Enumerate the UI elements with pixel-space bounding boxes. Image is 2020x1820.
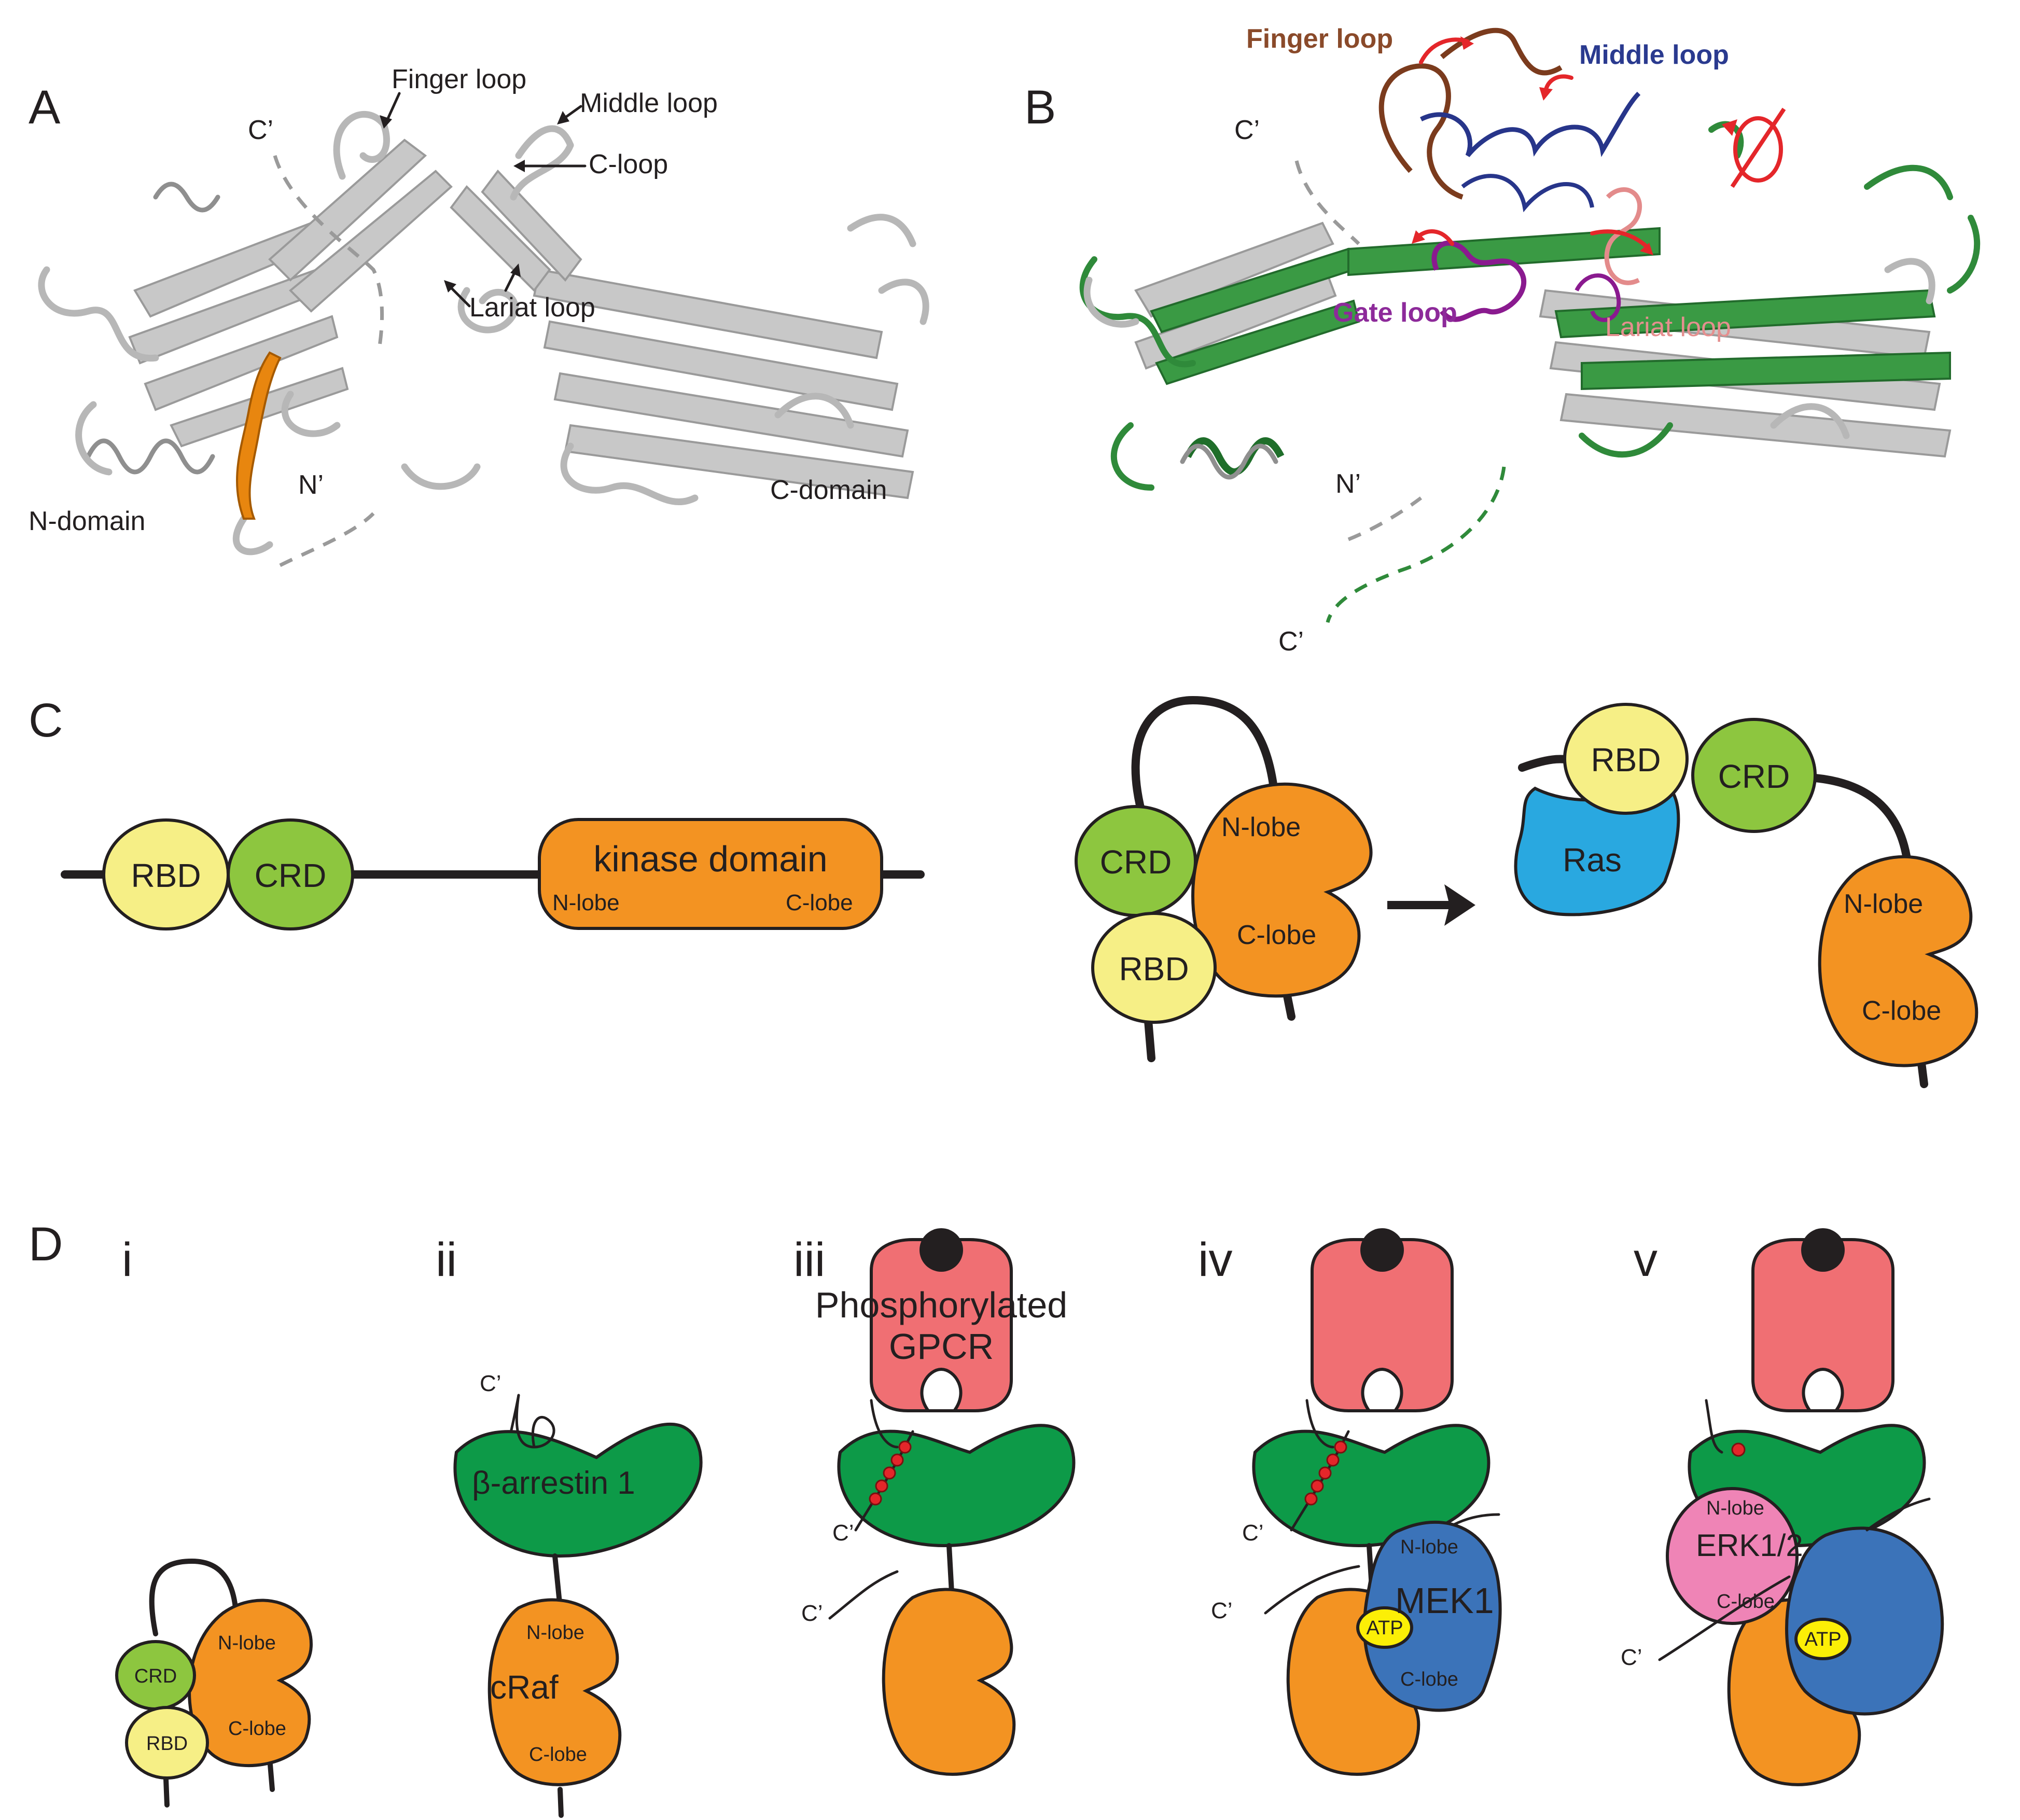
n-lobe-label-v: N-lobe [1706, 1497, 1764, 1519]
crd-label-linear: CRD [255, 857, 327, 894]
c-lobe-label-v: C-lobe [1717, 1591, 1775, 1613]
mek1-label: MEK1 [1395, 1580, 1494, 1621]
n-lobe-label-i: N-lobe [218, 1632, 276, 1654]
rbd-label-i: RBD [146, 1733, 188, 1755]
ligand-iii [920, 1228, 963, 1272]
n-prime-label-b: N’ [1335, 469, 1361, 499]
craf-label-ii: cRaf [490, 1669, 559, 1706]
c-prime-label-a: C’ [248, 115, 273, 145]
n-lobe-label-iv: N-lobe [1400, 1536, 1458, 1558]
atp-label-v: ATP [1804, 1629, 1841, 1650]
finger-loop-label-a: Finger loop [392, 64, 526, 94]
rbd-inactive [1091, 912, 1217, 1024]
c-prime-top-label-b: C’ [1234, 115, 1260, 145]
c-prime-label-iii-2: C’ [801, 1601, 823, 1626]
kinase-domain-linear [538, 818, 883, 930]
panel-d-label: D [29, 1218, 63, 1271]
mek1-iv [1362, 1520, 1502, 1712]
kinase-lobes-active [1818, 855, 1979, 1067]
beta-arrestin-1-ii [453, 1422, 703, 1558]
c-loop-label-a: C-loop [589, 149, 668, 179]
n-lobe-label-ii: N-lobe [526, 1622, 584, 1644]
kinase-domain-label: kinase domain [593, 839, 827, 879]
atp-label-iv: ATP [1366, 1617, 1403, 1639]
gate-loop-label-b: Gate loop [1333, 298, 1457, 328]
ligand-v [1801, 1228, 1845, 1272]
arrestin-structure-a [38, 111, 929, 567]
activation-arrow [1387, 884, 1475, 926]
c-lobe-label-iv: C-lobe [1400, 1669, 1458, 1690]
craf-active: RBD CRD Ras N-lobe C-lobe [1514, 703, 1979, 1088]
step-v: ERK1/2 N-lobe C-lobe ATP C’ [1621, 1228, 1944, 1786]
crd-label-active: CRD [1718, 758, 1790, 795]
step-iii-label: iii [793, 1233, 825, 1286]
n-prime-label-a: N’ [298, 470, 324, 500]
craf-linear-map: RBD CRD kinase domain N-lobe C-lobe [61, 818, 925, 930]
craf-inactive: CRD RBD N-lobe C-lobe [1075, 696, 1373, 1062]
step-ii-label: ii [436, 1233, 457, 1286]
panel-a: A [29, 64, 929, 567]
c-lobe-label-i: C-lobe [228, 1718, 286, 1740]
lariat-loop-label-b: Lariat loop [1605, 312, 1731, 342]
erk-label: ERK1/2 [1696, 1528, 1803, 1563]
craf-iii [882, 1588, 1016, 1776]
arrestin-overlay-b [1079, 27, 1981, 623]
step-v-label: v [1634, 1233, 1657, 1286]
gpcr-label-line2: GPCR [889, 1326, 994, 1367]
gpcr-iii [870, 1238, 1013, 1412]
crd-label-i: CRD [134, 1665, 177, 1687]
panel-b-label: B [1024, 81, 1056, 134]
arrestin-label-ii: β-arrestin 1 [472, 1465, 635, 1501]
c-prime-bottom-label-b: C’ [1278, 627, 1304, 657]
beta-arrestin-1-iv [1252, 1424, 1490, 1548]
craf-ii [487, 1598, 622, 1786]
panel-c: C RBD CRD kinase domain N-lobe C-lobe CR… [29, 694, 1979, 1088]
rbd-i [125, 1706, 209, 1780]
panel-d: D i ii iii iv v CRD RBD N-lobe C-lobe C [29, 1218, 1944, 1818]
n-domain-label: N-domain [29, 506, 145, 536]
c-prime-label-iv-2: C’ [1211, 1598, 1233, 1623]
gpcr-v [1751, 1238, 1894, 1412]
n-lobe-label-linear: N-lobe [552, 890, 620, 915]
c-prime-label-ii: C’ [480, 1371, 501, 1396]
c-lobe-label-linear: C-lobe [786, 890, 853, 915]
ligand-iv [1360, 1228, 1404, 1272]
step-i: CRD RBD N-lobe C-lobe [115, 1558, 313, 1808]
beta-arrestin-1-iii [837, 1424, 1076, 1548]
rbd-label-inactive: RBD [1119, 950, 1189, 988]
panel-b: B [1024, 24, 1981, 657]
c-lobe-label-active: C-lobe [1862, 996, 1941, 1026]
step-iii: Phosphorylated GPCR C’ C’ [801, 1228, 1076, 1776]
gpcr-label-line1: Phosphorylated [815, 1285, 1067, 1325]
rbd-label-linear: RBD [131, 857, 201, 894]
atp-v [1794, 1618, 1851, 1660]
gpcr-iv [1311, 1238, 1454, 1412]
panel-a-label: A [29, 81, 61, 134]
rbd-label-active: RBD [1591, 741, 1661, 779]
step-iv-label: iv [1198, 1233, 1232, 1286]
middle-loop-label-b: Middle loop [1579, 40, 1729, 70]
step-i-label: i [122, 1233, 132, 1286]
crd-active [1691, 718, 1817, 833]
rbd-active [1563, 703, 1689, 815]
crd-domain-linear [227, 818, 354, 930]
step-ii: C’ β-arrestin 1 cRaf N-lobe C-lobe [453, 1371, 703, 1818]
c-domain-label: C-domain [770, 475, 887, 505]
n-lobe-label-inactive: N-lobe [1221, 812, 1301, 842]
step-iv: C’ C’ MEK1 N-lobe C-lobe ATP [1211, 1228, 1502, 1776]
n-lobe-label-active: N-lobe [1844, 889, 1923, 919]
c-prime-label-v: C’ [1621, 1645, 1642, 1670]
finger-loop-label-b: Finger loop [1246, 24, 1393, 54]
c-lobe-label-inactive: C-lobe [1237, 920, 1316, 950]
c-prime-label-iii-1: C’ [832, 1520, 854, 1546]
ras-label: Ras [1563, 841, 1622, 879]
c-prime-label-iv-1: C’ [1242, 1520, 1264, 1546]
crd-label-inactive: CRD [1100, 843, 1172, 881]
panel-c-label: C [29, 694, 63, 747]
lariat-loop-label-a: Lariat loop [469, 293, 595, 323]
c-lobe-label-ii: C-lobe [529, 1744, 587, 1766]
atp-iv [1356, 1606, 1413, 1649]
middle-loop-label-a: Middle loop [580, 88, 718, 118]
